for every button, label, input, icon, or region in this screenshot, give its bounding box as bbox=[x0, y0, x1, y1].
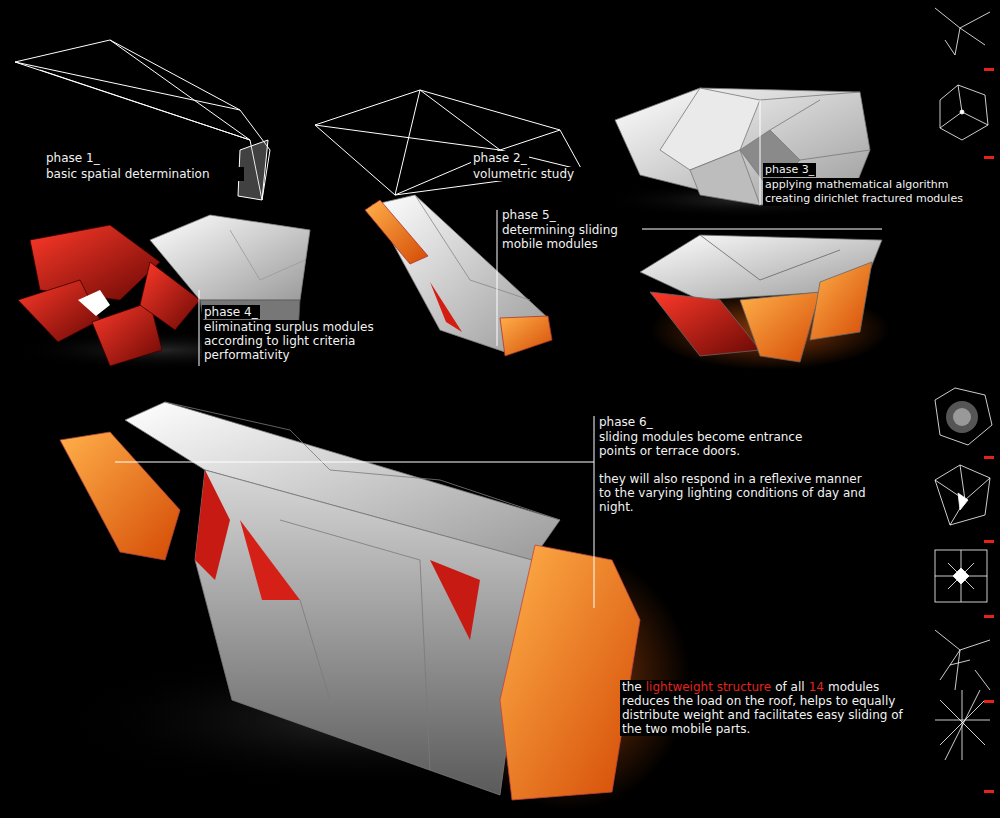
phase-description: volumetric study bbox=[471, 167, 631, 181]
main-volume bbox=[60, 402, 690, 810]
highlight-text: 14 bbox=[809, 680, 824, 694]
phase-heading: phase 1_ bbox=[44, 151, 102, 165]
phase-description: applying mathematical algorithm creating… bbox=[763, 178, 995, 206]
phase-heading: phase 2_ bbox=[471, 151, 529, 165]
note-text: the bbox=[622, 680, 642, 694]
algorithm-icons bbox=[935, 8, 992, 760]
phase-description: determining sliding mobile modules bbox=[500, 223, 640, 251]
phase-heading: phase 6_ bbox=[597, 415, 655, 429]
phase-heading: phase 5_ bbox=[500, 208, 558, 222]
phase-description: eliminating surplus modules according to… bbox=[202, 320, 397, 362]
wireframe-1 bbox=[15, 40, 270, 200]
red-ticks bbox=[984, 68, 994, 793]
highlight-text: lightweight structure bbox=[646, 680, 771, 694]
phase-note: they will also respond in a reflexive ma… bbox=[597, 472, 879, 514]
glowing-volume bbox=[640, 235, 890, 370]
structure-note: thelightweight structureof all14modules … bbox=[620, 680, 924, 736]
phase-description: basic spatial determination bbox=[44, 167, 244, 181]
phase-heading: phase 4_ bbox=[202, 305, 260, 319]
phase-heading: phase 3_ bbox=[763, 163, 816, 177]
note-text: of all bbox=[775, 680, 804, 694]
phase-description: sliding modules become entrance points o… bbox=[597, 430, 829, 458]
